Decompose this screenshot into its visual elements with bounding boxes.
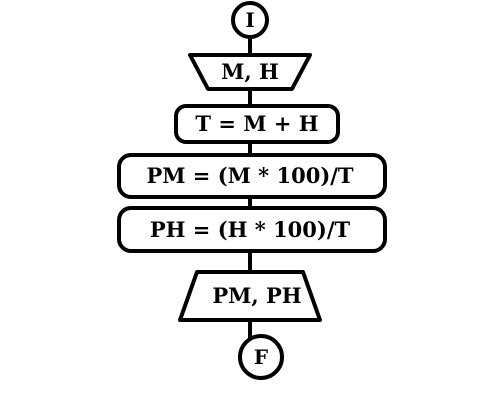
process-step-3: PH = (H * 100)/T (117, 206, 387, 253)
process-step-2: PM = (M * 100)/T (117, 153, 387, 199)
process-step-1: T = M + H (174, 104, 340, 144)
process-step-3-label: PH = (H * 100)/T (150, 217, 351, 242)
output-node: PM, PH (178, 270, 322, 322)
start-circle (231, 1, 269, 39)
process-step-1-label: T = M + H (195, 111, 318, 136)
input-label: M, H (221, 59, 279, 84)
input-trapezoid (188, 53, 312, 91)
end-label: F (254, 345, 268, 369)
output-trapezoid (178, 270, 322, 322)
process-step-2-label: PM = (M * 100)/T (146, 163, 353, 188)
start-label: I (245, 8, 254, 32)
end-terminal: F (238, 334, 284, 380)
process-step-1-box (174, 104, 340, 144)
input-node: M, H (188, 53, 312, 91)
process-step-2-box (117, 153, 387, 199)
process-step-3-box (117, 206, 387, 253)
start-terminal: I (231, 1, 269, 39)
output-label: PM, PH (212, 283, 301, 308)
end-circle (238, 334, 284, 380)
